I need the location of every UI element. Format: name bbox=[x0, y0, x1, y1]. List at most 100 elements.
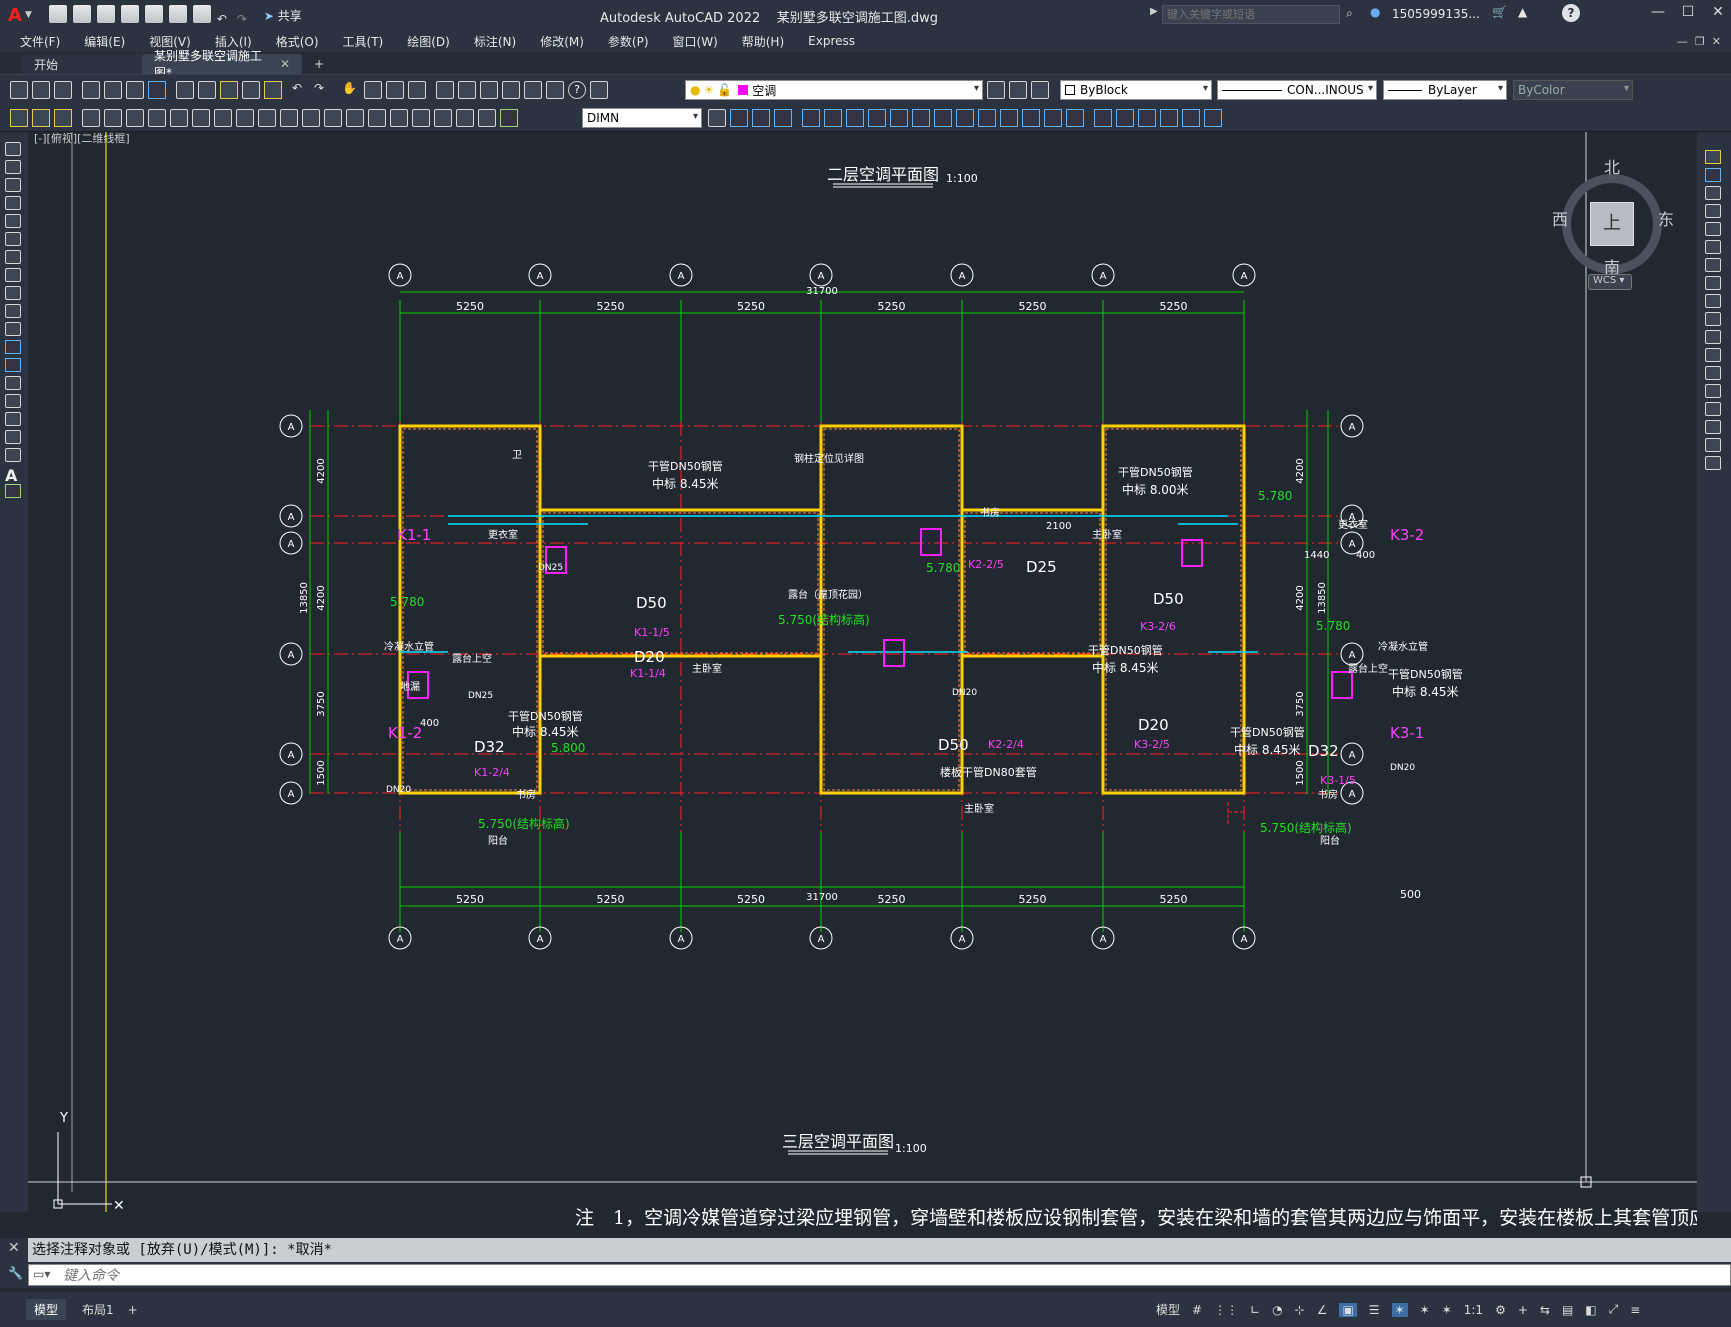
viewcube-east[interactable]: 东 bbox=[1658, 210, 1675, 229]
view-top-icon[interactable] bbox=[752, 109, 770, 127]
quick-dim-icon[interactable] bbox=[258, 109, 276, 127]
viewcube-west[interactable]: 西 bbox=[1552, 210, 1569, 229]
ucs-3point-icon[interactable] bbox=[978, 109, 996, 127]
trim-icon[interactable] bbox=[1705, 312, 1721, 326]
help-icon[interactable]: ? bbox=[568, 81, 586, 99]
command-prompt-icon[interactable]: ▭▾ bbox=[33, 1267, 51, 1281]
menu-view[interactable]: 视图(V) bbox=[149, 34, 191, 49]
minimize-icon[interactable]: — bbox=[1651, 4, 1665, 20]
customize-icon[interactable]: ≡ bbox=[1630, 1302, 1641, 1317]
insert-block-icon[interactable] bbox=[5, 340, 21, 354]
extend-icon[interactable] bbox=[1705, 330, 1721, 344]
design-center-icon[interactable] bbox=[458, 81, 476, 99]
scale-icon[interactable] bbox=[1705, 276, 1721, 290]
send-back-icon[interactable] bbox=[54, 109, 72, 127]
fullscreen-icon[interactable]: ⤢ bbox=[1608, 1302, 1619, 1316]
dim-update-icon[interactable] bbox=[500, 109, 518, 127]
preview-icon[interactable] bbox=[104, 81, 122, 99]
region-icon[interactable] bbox=[5, 430, 21, 444]
rotate-icon[interactable] bbox=[1705, 258, 1721, 272]
join-icon[interactable] bbox=[1705, 384, 1721, 398]
tab-start[interactable]: 开始 bbox=[22, 54, 142, 74]
open-icon[interactable] bbox=[32, 81, 50, 99]
menu-dimension[interactable]: 标注(N) bbox=[473, 34, 517, 49]
print-icon[interactable] bbox=[82, 81, 100, 99]
continue-dim-icon[interactable] bbox=[302, 109, 320, 127]
zoom-realtime-icon[interactable] bbox=[364, 81, 382, 99]
ucs-object-icon[interactable] bbox=[890, 109, 908, 127]
color-dropdown[interactable]: ByBlock ▾ bbox=[1060, 80, 1212, 100]
layer-dropdown[interactable]: ● ☀ 🔓 空调 ▾ bbox=[685, 80, 983, 100]
open-icon[interactable] bbox=[72, 4, 91, 23]
autocad-logo-icon[interactable]: A bbox=[8, 4, 22, 26]
dim-style-icon[interactable] bbox=[708, 109, 726, 127]
3d-dwf-icon[interactable] bbox=[148, 81, 166, 99]
mtext-icon[interactable]: A bbox=[5, 466, 18, 485]
layer-manager-icon[interactable] bbox=[590, 81, 608, 99]
realistic-icon[interactable] bbox=[1138, 109, 1156, 127]
close-icon[interactable]: ✕ bbox=[1712, 4, 1724, 20]
open-web-icon[interactable] bbox=[144, 4, 163, 23]
pan-icon[interactable]: ✋ bbox=[342, 81, 357, 95]
visual-style-manager-icon[interactable] bbox=[1204, 109, 1222, 127]
model-space-button[interactable]: 模型 bbox=[1156, 1303, 1181, 1317]
command-wrench-icon[interactable]: 🔧 bbox=[8, 1266, 23, 1280]
help-icon[interactable]: ? bbox=[1562, 4, 1580, 22]
search-icon[interactable]: ⌕ bbox=[1346, 6, 1353, 20]
hatch-icon[interactable] bbox=[5, 394, 21, 408]
construction-line-icon[interactable] bbox=[5, 160, 21, 174]
viewcube-north[interactable]: 北 bbox=[1604, 158, 1621, 177]
user-name[interactable]: 1505999135... bbox=[1392, 7, 1480, 21]
menu-draw[interactable]: 绘图(D) bbox=[407, 34, 450, 49]
a360-icon[interactable]: ▲ bbox=[1518, 5, 1528, 19]
drawing-canvas[interactable]: [-][俯视][二维线框] 二层空调平面图 1:100 三层空调平面图 1:10… bbox=[28, 132, 1697, 1234]
layout-tab-layout1[interactable]: 布局1 bbox=[82, 1303, 114, 1317]
save-web-icon[interactable] bbox=[168, 4, 187, 23]
viewcube-south[interactable]: 南 bbox=[1604, 258, 1621, 277]
break-point-icon[interactable] bbox=[1705, 348, 1721, 362]
new-tab-button[interactable]: + bbox=[314, 57, 325, 71]
angular-dim-icon[interactable] bbox=[236, 109, 254, 127]
properties-icon[interactable] bbox=[436, 81, 454, 99]
units-icon[interactable]: ⇆ bbox=[1539, 1302, 1550, 1317]
command-close-icon[interactable]: ✕ bbox=[8, 1240, 20, 1256]
selection-cycling-icon[interactable]: ▣ bbox=[1339, 1302, 1357, 1317]
layout-tab-model[interactable]: 模型 bbox=[26, 1299, 67, 1320]
array-icon[interactable] bbox=[1705, 222, 1721, 236]
radius-dim-icon[interactable] bbox=[170, 109, 188, 127]
annotation-monitor-icon[interactable]: ✶ bbox=[1391, 1302, 1408, 1317]
gradient-icon[interactable] bbox=[5, 412, 21, 426]
undo-icon[interactable]: ↶ bbox=[292, 81, 303, 95]
share-button[interactable]: ➤ 共享 bbox=[263, 8, 302, 23]
ucs-view-icon[interactable] bbox=[912, 109, 930, 127]
revcloud-icon[interactable] bbox=[5, 268, 21, 282]
erase-icon[interactable] bbox=[1705, 150, 1721, 164]
ucs-icon[interactable] bbox=[802, 109, 820, 127]
stretch-icon[interactable] bbox=[1705, 294, 1721, 308]
zoom-window-icon[interactable] bbox=[386, 81, 404, 99]
polar-icon[interactable]: ◔ bbox=[1272, 1302, 1283, 1317]
draw-order-icon[interactable] bbox=[10, 109, 28, 127]
explode-icon[interactable] bbox=[1705, 456, 1721, 470]
diameter-dim-icon[interactable] bbox=[214, 109, 232, 127]
redo-icon[interactable]: ↷ bbox=[314, 81, 325, 95]
layer-previous-icon[interactable] bbox=[1009, 81, 1027, 99]
inspection-icon[interactable] bbox=[412, 109, 430, 127]
wcs-menu[interactable]: WCS ▾ bbox=[1588, 274, 1632, 290]
dimstyle-dropdown[interactable]: DIMN ▾ bbox=[582, 108, 702, 128]
ucs-y-icon[interactable] bbox=[1022, 109, 1040, 127]
arc-icon[interactable] bbox=[5, 232, 21, 246]
new-icon[interactable] bbox=[10, 81, 28, 99]
hidden-icon[interactable] bbox=[1116, 109, 1134, 127]
mirror-icon[interactable] bbox=[1705, 186, 1721, 200]
view-right-icon[interactable] bbox=[774, 109, 792, 127]
polygon-icon[interactable] bbox=[5, 196, 21, 210]
ordinate-dim-icon[interactable] bbox=[148, 109, 166, 127]
otrack-icon[interactable]: ∠ bbox=[1316, 1302, 1328, 1317]
maximize-icon[interactable]: ☐ bbox=[1681, 4, 1695, 20]
break-icon[interactable] bbox=[1705, 366, 1721, 380]
ucs-zaxis-icon[interactable] bbox=[956, 109, 974, 127]
plot-icon[interactable] bbox=[192, 4, 211, 23]
menu-parametric[interactable]: 参数(P) bbox=[607, 34, 649, 49]
markup-icon[interactable] bbox=[524, 81, 542, 99]
